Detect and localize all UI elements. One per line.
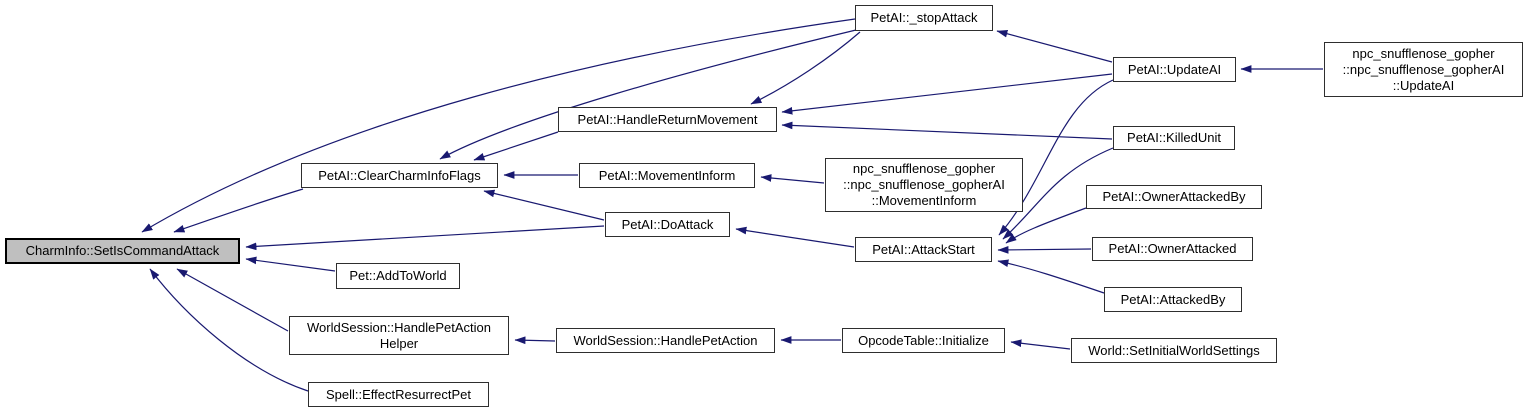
node-label-line: PetAI::DoAttack	[621, 216, 714, 232]
edge-updateAI-to-stopAttack	[996, 30, 1113, 63]
node-gopherMovementInform[interactable]: npc_snufflenose_gopher::npc_snufflenose_…	[825, 158, 1023, 212]
edge-updateAI-to-handleReturnMovement	[781, 73, 1113, 115]
node-attackStart[interactable]: PetAI::AttackStart	[855, 237, 992, 262]
node-handlePetAction[interactable]: WorldSession::HandlePetAction	[556, 328, 775, 353]
node-label-line: PetAI::OwnerAttacked	[1108, 241, 1237, 256]
node-label-line: CharmInfo::SetIsCommandAttack	[25, 243, 220, 258]
node-label-line: PetAI::OwnerAttackedBy	[1102, 189, 1246, 204]
node-label-line: PetAI::AttackedBy	[1120, 291, 1226, 307]
node-attackedBy[interactable]: PetAI::AttackedBy	[1104, 287, 1242, 312]
node-label-line: WorldSession::HandlePetAction	[573, 332, 758, 348]
node-label-line: ::npc_snufflenose_gopherAI	[843, 177, 1005, 192]
edge-killedUnit-to-attackStart	[1002, 147, 1114, 240]
node-movementInform[interactable]: PetAI::MovementInform	[579, 163, 755, 188]
node-label-line: PetAI::HandleReturnMovement	[577, 111, 758, 127]
node-doAttack[interactable]: PetAI::DoAttack	[605, 212, 730, 237]
node-setInitialWorldSettings[interactable]: World::SetInitialWorldSettings	[1071, 338, 1277, 363]
node-label-line: OpcodeTable::Initialize	[858, 332, 989, 348]
edge-setInitialWorldSettings-to-opcodeInitialize	[1010, 339, 1071, 350]
edge-ownerAttackedBy-to-attackStart	[1005, 207, 1087, 244]
edge-attackedBy-to-attackStart	[997, 259, 1105, 294]
edge-handlePetActionHelper-to-setIsCommandAttack	[176, 268, 289, 332]
node-clearCharmInfoFlags[interactable]: PetAI::ClearCharmInfoFlags	[301, 163, 498, 188]
node-label-line: WorldSession::HandlePetAction	[306, 319, 492, 335]
node-label-line: Helper	[379, 335, 419, 351]
node-label-line: PetAI::_stopAttack	[870, 10, 978, 25]
edge-killedUnit-to-handleReturnMovement	[781, 121, 1113, 140]
node-gopherUpdateAI[interactable]: npc_snufflenose_gopher::npc_snufflenose_…	[1324, 42, 1523, 97]
edge-handleReturnMovement-to-clearCharmInfoFlags	[473, 131, 559, 161]
node-label-line: PetAI::AttackStart	[872, 241, 975, 257]
edge-gopherMovementInform-to-movementInform	[760, 174, 825, 184]
node-handleReturnMovement[interactable]: PetAI::HandleReturnMovement	[558, 107, 777, 132]
node-killedUnit[interactable]: PetAI::KilledUnit	[1113, 126, 1235, 150]
node-label-line: World::SetInitialWorldSettings	[1088, 342, 1260, 358]
edge-handlePetAction-to-handlePetActionHelper	[514, 336, 556, 345]
node-label-line: npc_snufflenose_gopher	[1352, 45, 1495, 61]
edge-doAttack-to-setIsCommandAttack	[245, 225, 605, 251]
edge-effectResurrectPet-to-setIsCommandAttack	[149, 268, 309, 392]
node-label-line: ::UpdateAI	[1392, 77, 1455, 93]
edges-group	[141, 18, 1323, 392]
edge-stopAttack-to-setIsCommandAttack	[141, 18, 856, 233]
node-ownerAttackedBy[interactable]: PetAI::OwnerAttackedBy	[1086, 185, 1262, 209]
node-opcodeInitialize[interactable]: OpcodeTable::Initialize	[842, 328, 1005, 353]
node-label-line: PetAI::MovementInform	[598, 167, 736, 183]
edge-stopAttack-to-handleReturnMovement	[750, 31, 861, 105]
node-label-line: Pet::AddToWorld	[349, 268, 447, 283]
edge-attackStart-to-doAttack	[735, 226, 855, 248]
node-label-line: PetAI::ClearCharmInfoFlags	[318, 167, 481, 183]
edge-doAttack-to-clearCharmInfoFlags	[483, 189, 605, 221]
node-effectResurrectPet[interactable]: Spell::EffectResurrectPet	[308, 382, 489, 407]
node-label-line: ::MovementInform	[871, 193, 977, 208]
edge-ownerAttacked-to-attackStart	[997, 246, 1092, 254]
node-updateAI[interactable]: PetAI::UpdateAI	[1113, 57, 1236, 82]
node-stopAttack[interactable]: PetAI::_stopAttack	[855, 5, 993, 31]
node-label-line: PetAI::KilledUnit	[1127, 130, 1221, 145]
node-label-line: Spell::EffectResurrectPet	[326, 386, 471, 402]
edge-clearCharmInfoFlags-to-setIsCommandAttack	[173, 188, 304, 233]
node-ownerAttacked[interactable]: PetAI::OwnerAttacked	[1092, 237, 1253, 261]
node-label-line: npc_snufflenose_gopher	[852, 161, 996, 176]
node-label-line: ::npc_snufflenose_gopherAI	[1342, 61, 1505, 77]
node-setIsCommandAttack[interactable]: CharmInfo::SetIsCommandAttack	[5, 238, 240, 264]
node-addToWorld[interactable]: Pet::AddToWorld	[336, 263, 460, 289]
edge-stopAttack-to-clearCharmInfoFlags	[439, 29, 857, 160]
edge-updateAI-to-attackStart	[998, 79, 1114, 236]
edge-addToWorld-to-setIsCommandAttack	[245, 256, 336, 272]
node-label-line: PetAI::UpdateAI	[1127, 61, 1222, 77]
